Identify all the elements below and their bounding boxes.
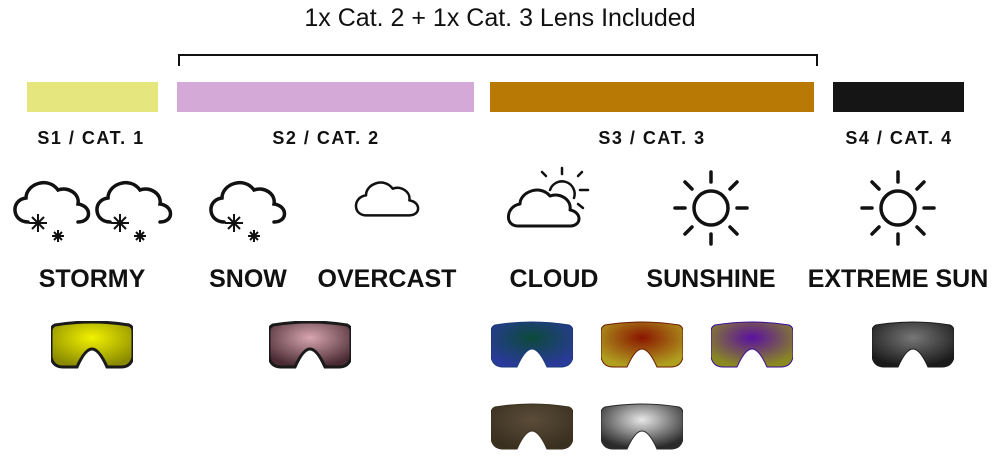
sun-icon	[673, 170, 749, 246]
cat4-label: S4 / CAT. 4	[845, 128, 953, 148]
condition-extreme-sun: EXTREME SUN	[807, 265, 989, 293]
cat4-color-bar	[833, 82, 964, 112]
yellow-lens	[51, 321, 133, 369]
green-blue-lens	[491, 321, 573, 368]
silver-lens	[601, 403, 683, 450]
cloud-icon	[354, 181, 420, 217]
pink-lens	[269, 321, 351, 369]
cat1-color-bar	[27, 82, 158, 112]
partly-cloudy-icon	[506, 166, 590, 228]
condition-snow: SNOW	[209, 265, 287, 293]
snow-cloud-icon	[209, 180, 287, 244]
cat2-color-bar	[177, 82, 474, 112]
purple-lens	[711, 321, 793, 368]
header-title: 1x Cat. 2 + 1x Cat. 3 Lens Included	[304, 4, 696, 32]
brown-lens	[491, 403, 573, 450]
snow-cloud-icon	[95, 180, 173, 244]
cat3-color-bar	[490, 82, 814, 112]
cat1-label: S1 / CAT. 1	[37, 128, 145, 148]
red-lens	[601, 321, 683, 368]
black-lens	[872, 321, 954, 368]
condition-overcast: OVERCAST	[317, 265, 457, 293]
cat3-label: S3 / CAT. 3	[598, 128, 706, 148]
snow-cloud-icon	[13, 180, 91, 244]
condition-stormy: STORMY	[38, 265, 146, 293]
sun-icon	[860, 170, 936, 246]
cat2-label: S2 / CAT. 2	[272, 128, 380, 148]
condition-cloud: CLOUD	[509, 265, 599, 293]
included-lenses-bracket	[178, 54, 818, 66]
condition-sunshine: SUNSHINE	[646, 265, 776, 293]
